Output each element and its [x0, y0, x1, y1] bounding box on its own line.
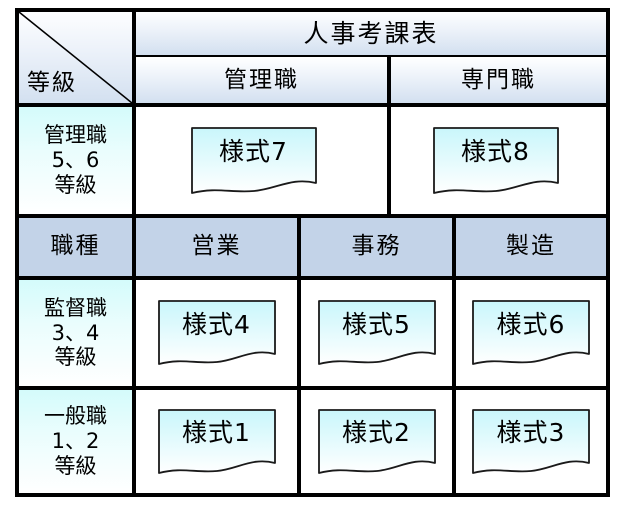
grade-line: 管理職	[44, 123, 107, 148]
job-column-jimu: 事務	[301, 218, 452, 276]
document-shape-icon: 様式1	[157, 408, 276, 475]
title-column-senmonshoku: 専門職	[391, 59, 606, 103]
grade-line: 一般職	[44, 404, 107, 429]
grade-label-cell: 監督職 3、4 等級	[19, 280, 132, 386]
grid-line-horizontal	[19, 214, 606, 218]
grade-label-cell: 管理職 5、6 等級	[19, 107, 132, 214]
grade-line: 等級	[54, 453, 97, 478]
grid-line-vertical	[452, 218, 456, 493]
form-cell: 様式4	[136, 280, 297, 386]
document-shape-icon: 様式2	[317, 408, 436, 475]
grid-line-horizontal	[19, 386, 606, 390]
document-shape-icon: 様式3	[472, 408, 590, 475]
job-type-header-cell: 職種	[19, 218, 132, 276]
corner-label-grade: 等級	[27, 69, 77, 96]
form-cell: 様式5	[301, 280, 452, 386]
hr-evaluation-table: 等級 人事考課表 管理職 専門職 管理職 5、6 等級 様式7	[15, 8, 610, 497]
grade-line: 等級	[54, 172, 97, 197]
table-title-cell: 人事考課表	[136, 12, 606, 55]
grade-line: 監督職	[44, 295, 107, 320]
form-cell: 様式6	[456, 280, 606, 386]
job-column-eigyou: 営業	[136, 218, 297, 276]
document-shape-icon: 様式6	[472, 300, 590, 366]
grid-line-horizontal	[19, 276, 606, 280]
grade-line: 3、4	[51, 320, 100, 345]
grid-line-vertical	[132, 12, 136, 493]
form-cell: 様式8	[391, 107, 606, 214]
grid-line-vertical	[387, 55, 391, 214]
form-cell: 様式3	[456, 390, 606, 493]
document-shape-icon: 様式7	[190, 126, 317, 195]
grade-line: 等級	[54, 345, 97, 370]
grade-line: 5、6	[51, 148, 100, 173]
grid-line-horizontal	[136, 55, 606, 57]
document-shape-icon: 様式5	[317, 300, 436, 366]
form-cell: 様式7	[136, 107, 387, 214]
form-cell: 様式2	[301, 390, 452, 493]
grade-label-cell: 一般職 1、2 等級	[19, 390, 132, 493]
grid-line-vertical	[297, 218, 301, 493]
grade-line: 1、2	[51, 429, 100, 454]
document-shape-icon: 様式4	[157, 300, 276, 366]
job-column-seizou: 製造	[456, 218, 606, 276]
document-shape-icon: 様式8	[432, 126, 559, 195]
diagonal-divider-icon	[19, 12, 132, 103]
form-cell: 様式1	[136, 390, 297, 493]
grid-line-horizontal	[19, 103, 606, 107]
title-column-kanrishoku: 管理職	[136, 59, 387, 103]
corner-header-cell: 等級	[19, 12, 132, 103]
